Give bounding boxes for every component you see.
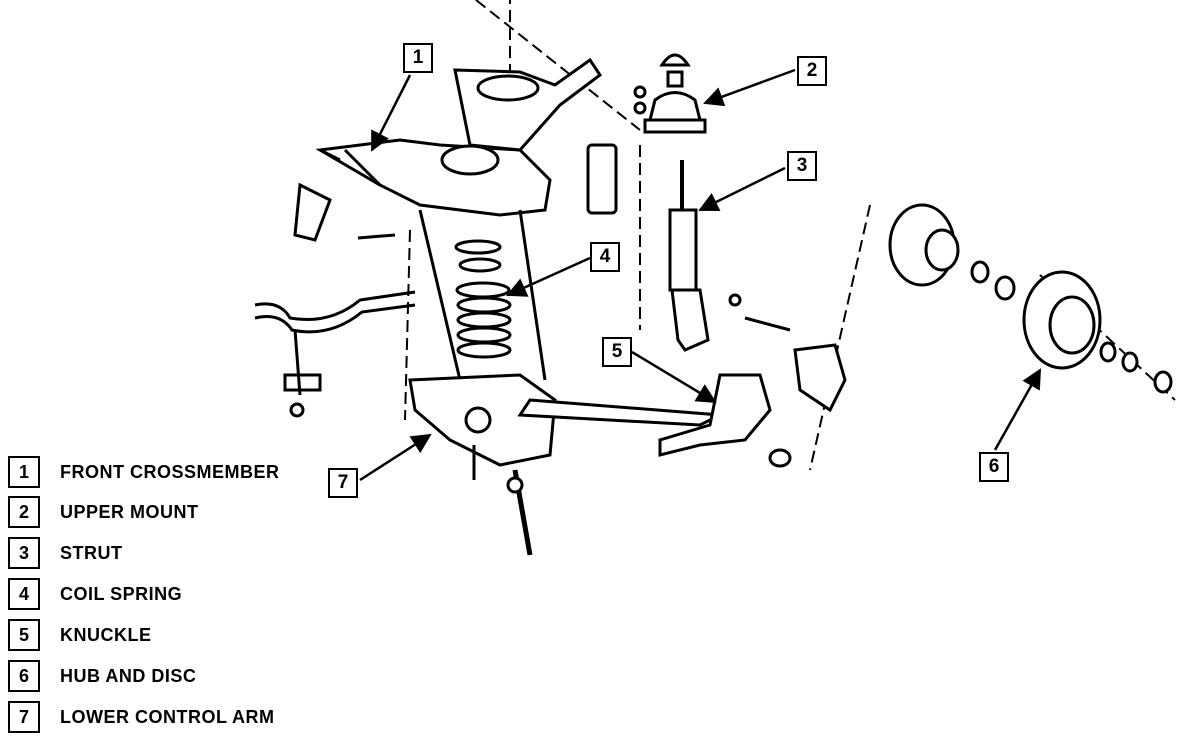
- legend-item: 1 FRONT CROSSMEMBER: [4, 456, 324, 490]
- callout-2: 2: [797, 56, 827, 86]
- leader-lines: [359, 68, 1042, 482]
- callout-1: 1: [403, 43, 433, 73]
- legend-number: 1: [8, 456, 40, 488]
- stabilizer-bar-drawing: [254, 182, 416, 418]
- legend-item: 6 HUB AND DISC: [4, 660, 324, 694]
- assembly-lines: [404, 0, 1176, 471]
- knuckle-drawing: [658, 343, 847, 468]
- dust-boot-drawing: [586, 143, 618, 215]
- legend-item: 3 STRUT: [4, 537, 324, 571]
- front-crossmember-drawing: [315, 57, 603, 217]
- strut-drawing: [668, 160, 791, 352]
- legend-number: 7: [8, 701, 40, 733]
- legend-label: KNUCKLE: [60, 625, 152, 645]
- callout-3: 3: [787, 151, 817, 181]
- legend-label: HUB AND DISC: [60, 666, 197, 686]
- legend-number: 5: [8, 619, 40, 651]
- legend-label: STRUT: [60, 543, 123, 563]
- hub-and-disc-drawing: [888, 203, 1173, 394]
- callout-7: 7: [328, 468, 358, 498]
- legend-number: 4: [8, 578, 40, 610]
- callout-4: 4: [590, 242, 620, 272]
- legend-number: 6: [8, 660, 40, 692]
- lower-control-arm-drawing: [408, 373, 726, 556]
- legend-label: LOWER CONTROL ARM: [60, 707, 275, 727]
- legend-number: 3: [8, 537, 40, 569]
- legend-item: 7 LOWER CONTROL ARM: [4, 701, 324, 735]
- legend-number: 2: [8, 496, 40, 528]
- callout-5: 5: [602, 337, 632, 367]
- legend-label: UPPER MOUNT: [60, 502, 199, 522]
- upper-mount-drawing: [633, 53, 707, 134]
- legend-item: 2 UPPER MOUNT: [4, 496, 324, 530]
- legend-label: FRONT CROSSMEMBER: [60, 462, 280, 482]
- callout-6: 6: [979, 452, 1009, 482]
- legend-item: 4 COIL SPRING: [4, 578, 324, 612]
- legend-item: 5 KNUCKLE: [4, 619, 324, 653]
- coil-spring-drawing: [418, 209, 547, 381]
- legend-label: COIL SPRING: [60, 584, 183, 604]
